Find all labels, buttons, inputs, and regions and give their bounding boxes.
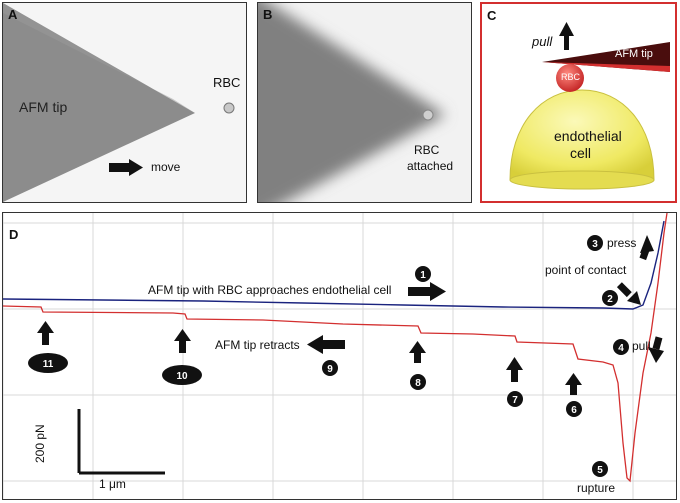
rbc-label: RBC	[213, 75, 241, 90]
svg-text:11: 11	[43, 359, 54, 370]
up-arrow-8-icon	[409, 341, 426, 363]
svg-text:4: 4	[618, 343, 624, 354]
rbc-cell	[223, 102, 235, 114]
panel-d: 1 2 3 4 5 6 7 8 9 10 11 D AFM tip with R…	[2, 212, 677, 500]
panel-c-label: C	[487, 8, 497, 23]
plot-grid	[3, 213, 676, 499]
approach-arrow-icon	[408, 282, 446, 301]
retract-curve	[3, 213, 668, 483]
afm-tip-label: AFM tip	[615, 48, 653, 60]
scale-bar	[77, 409, 165, 475]
panel-a-image	[3, 3, 235, 202]
marker-10: 10	[162, 365, 202, 385]
approach-curve	[3, 220, 665, 310]
up-arrow-10-icon	[174, 329, 191, 353]
marker-1: 1	[415, 266, 431, 282]
svg-text:8: 8	[415, 378, 421, 389]
svg-text:9: 9	[327, 364, 333, 375]
contact-arrow-icon	[616, 282, 641, 305]
scale-x-label: 1 μm	[99, 477, 126, 491]
cell-label-line1: endothelial	[554, 128, 622, 144]
svg-text:3: 3	[592, 239, 598, 250]
press-label: press	[607, 236, 637, 250]
approach-label: AFM tip with RBC approaches endothelial …	[148, 283, 392, 297]
panel-c: C pull AFM tip RBC endothelial cell	[480, 2, 677, 203]
panel-a-label: A	[8, 7, 18, 22]
pull-arrow-icon	[648, 336, 664, 363]
marker-6: 6	[566, 401, 582, 417]
marker-11: 11	[28, 353, 68, 373]
rbc-label: RBC	[561, 72, 581, 82]
press-arrow-icon	[639, 235, 654, 261]
svg-text:10: 10	[176, 371, 188, 382]
endothelial-cell-dome	[509, 89, 655, 181]
panel-c-diagram	[509, 22, 670, 190]
attached-rbc	[422, 109, 434, 121]
marker-3: 3	[587, 235, 603, 251]
svg-text:6: 6	[571, 405, 577, 416]
blurred-tip-shape	[258, 3, 446, 202]
retract-arrow-icon	[307, 335, 345, 354]
afm-tip-label: AFM tip	[19, 99, 68, 115]
move-arrow-icon	[109, 159, 143, 176]
scale-y-label: 200 pN	[33, 424, 47, 463]
cell-label-line2: cell	[570, 145, 592, 161]
panel-b: B RBC attached	[257, 2, 472, 203]
svg-text:2: 2	[607, 294, 613, 305]
rbc-sphere	[556, 64, 584, 92]
panel-d-label: D	[9, 227, 19, 242]
svg-text:1: 1	[420, 270, 426, 281]
rupture-label: rupture	[577, 481, 616, 495]
marker-8: 8	[410, 374, 426, 390]
rbc-attached-line1: RBC	[414, 143, 440, 157]
marker-9: 9	[322, 360, 338, 376]
force-curve-plot: 1 2 3 4 5 6 7 8 9 10 11	[3, 213, 676, 499]
retract-label: AFM tip retracts	[215, 338, 300, 352]
point-of-contact-label: point of contact	[545, 263, 627, 277]
up-arrow-7-icon	[506, 357, 523, 382]
pull-label: pull	[532, 34, 553, 49]
rbc-attached-line2: attached	[407, 159, 454, 173]
pull-arrow-icon	[559, 22, 574, 50]
afm-tip-shape	[3, 3, 195, 202]
marker-2: 2	[602, 290, 618, 306]
svg-text:5: 5	[597, 465, 603, 476]
move-label: move	[151, 160, 181, 174]
up-arrow-6-icon	[565, 373, 582, 395]
marker-5: 5	[592, 461, 608, 477]
panel-b-image	[258, 3, 446, 202]
marker-7: 7	[507, 391, 523, 407]
panel-a: A AFM tip RBC move	[2, 2, 247, 203]
marker-4: 4	[613, 339, 629, 355]
pull-label: pull	[632, 339, 651, 353]
up-arrow-11-icon	[37, 321, 54, 345]
svg-text:7: 7	[512, 395, 518, 406]
panel-b-label: B	[263, 7, 273, 22]
